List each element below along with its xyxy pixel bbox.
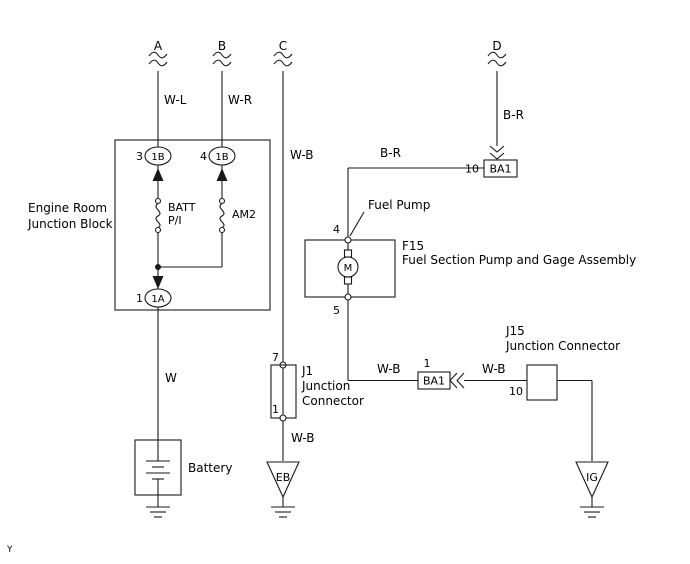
wire-break-d-icon (487, 51, 507, 67)
eb-triangle (266, 461, 300, 499)
ba1-mid-connector: 1 BA1 W-B (417, 357, 527, 390)
j1-pin1-label: 1 (272, 403, 279, 416)
arrow-up-left-icon (152, 168, 164, 181)
j15-outline (526, 364, 558, 401)
pin-1-label: 1 (136, 292, 143, 305)
motor-label: M (344, 263, 353, 274)
junction-block-name-line1: Engine Room (28, 201, 107, 215)
junction-block-outline (114, 139, 271, 311)
j1-name-line3: Connector (302, 394, 364, 408)
arrow-down-icon (152, 276, 164, 289)
ba1-top-connector: 10 BA1 (465, 145, 518, 178)
j1-junction-connector: 7 1 J1 Junction Connector W-B (270, 351, 364, 461)
page-marker: Y (6, 545, 13, 555)
j1-pin7-label: 7 (272, 351, 279, 364)
fuse-am2-label: AM2 (232, 208, 256, 221)
wire-label-br-d: B-R (503, 108, 524, 122)
j15-junction-connector: J15 Junction Connector 10 (505, 324, 620, 461)
wire-break-b-icon (212, 51, 232, 67)
wire-label-wr: W-R (228, 93, 252, 107)
fuse-batt-label-line2: P/I (168, 214, 182, 227)
j1-name-line2: Junction (301, 379, 350, 393)
fuel-pump-assembly: B-R Fuel Pump 4 M 5 F15 Fuel Section Pum… (304, 146, 636, 382)
pin-fp5-terminal (344, 293, 352, 301)
motor-terminal-top (343, 249, 353, 258)
connector-1b-left-label: 1B (151, 152, 164, 163)
wire-label-w: W (165, 371, 177, 385)
engine-room-junction-block: Engine Room Junction Block 3 1B 4 1B BAT… (27, 139, 271, 311)
f15-description-label: Fuel Section Pump and Gage Assembly (402, 253, 636, 267)
eb-label: EB (276, 471, 291, 484)
fuel-pump-callout-label: Fuel Pump (368, 198, 430, 212)
ig-label: IG (586, 471, 598, 484)
j15-name-line1: J15 (505, 324, 525, 338)
connector-arrow-left-icon (449, 372, 465, 389)
arrow-up-right-icon (216, 168, 228, 181)
wire-label-wb-c: W-B (290, 148, 314, 162)
wire-break-a-icon (148, 51, 168, 67)
ground-ig-icon (579, 506, 605, 518)
connector-c-label: C (279, 39, 287, 53)
fuel-pump-callout-line (349, 211, 365, 237)
pin-4-label: 4 (200, 150, 207, 163)
top-connectors: A B C D W-L W-R W-B B-R (148, 39, 524, 362)
pin-fp5-label: 5 (333, 304, 340, 317)
wire-break-c-icon (273, 51, 293, 67)
fuse-am2-icon (218, 197, 226, 234)
connector-b-label: B (218, 39, 226, 53)
motor-terminal-bottom (343, 276, 353, 285)
wire-label-wb-j15: W-B (482, 362, 506, 376)
battery-circuit: W Battery (134, 307, 232, 518)
ground-eb: EB (266, 461, 300, 518)
f15-code-label: F15 (402, 239, 424, 253)
wire-label-wb-pump: W-B (377, 362, 401, 376)
j1-name-line1: J1 (301, 364, 313, 378)
pin-fp4-label: 4 (333, 223, 340, 236)
connector-a-label: A (154, 39, 163, 53)
ba1-top-pin-label: 10 (465, 163, 479, 176)
wire-label-wb-j1: W-B (291, 431, 315, 445)
j1-pin1-terminal (279, 414, 287, 422)
pin-fp4-terminal (344, 236, 352, 244)
connector-1b-right-label: 1B (215, 152, 228, 163)
connector-arrow-down-icon (489, 145, 505, 160)
junction-dot (155, 264, 161, 270)
wire-label-br-pump: B-R (380, 146, 401, 160)
ba1-top-outline (483, 159, 518, 178)
junction-block-name-line2: Junction Block (27, 217, 113, 231)
ground-eb-icon (270, 506, 296, 518)
wire-label-wl: W-L (164, 93, 187, 107)
battery-label: Battery (188, 461, 232, 475)
pin-3-label: 3 (136, 150, 143, 163)
ba1-top-label: BA1 (489, 163, 511, 176)
fuse-batt-icon (154, 197, 162, 234)
ba1-mid-pin-label: 1 (424, 357, 431, 370)
ig-triangle (575, 461, 609, 499)
j15-pin10-label: 10 (509, 385, 523, 398)
j15-name-line2: Junction Connector (505, 339, 620, 353)
ba1-mid-label: BA1 (423, 375, 445, 388)
connector-d-label: D (492, 39, 501, 53)
connector-1a-label: 1A (151, 294, 164, 305)
ground-ig: IG (575, 461, 609, 518)
fuse-batt-label-line1: BATT (168, 201, 196, 214)
ground-battery-icon (145, 506, 171, 518)
